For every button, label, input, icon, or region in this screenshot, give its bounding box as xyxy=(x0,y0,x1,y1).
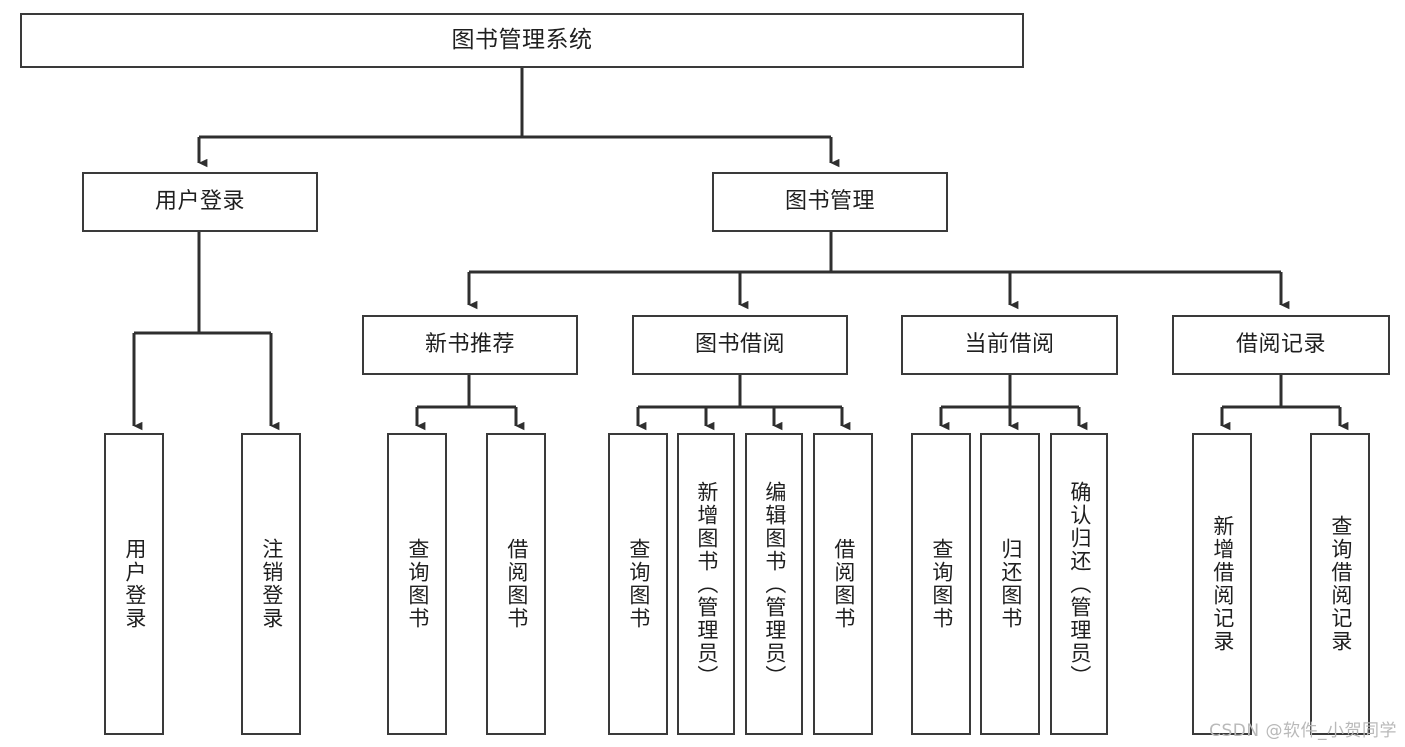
node-borrow-record[interactable]: 借阅记录 xyxy=(1172,315,1390,375)
node-add-borrow-record[interactable]: 新增借阅记录 xyxy=(1192,433,1252,735)
node-user-login[interactable]: 用户登录 xyxy=(82,172,318,232)
node-user-logout-leaf[interactable]: 注销登录 xyxy=(241,433,301,735)
node-borrow-record-label: 借阅记录 xyxy=(1235,332,1326,358)
node-query-book-1-label: 查询图书 xyxy=(405,538,430,630)
node-add-book-label: 新增图书（管理员） xyxy=(694,480,719,688)
node-confirm-return-label: 确认归还（管理员） xyxy=(1067,480,1092,688)
node-new-book-recommend-label: 新书推荐 xyxy=(424,332,515,358)
node-query-book-3-label: 查询图书 xyxy=(929,538,954,630)
node-user-logout-leaf-label: 注销登录 xyxy=(259,538,284,630)
node-user-login-leaf-label: 用户登录 xyxy=(122,538,147,630)
node-add-book[interactable]: 新增图书（管理员） xyxy=(677,433,735,735)
node-query-book-2[interactable]: 查询图书 xyxy=(608,433,668,735)
node-book-borrow-label: 图书借阅 xyxy=(694,332,785,358)
node-edit-book[interactable]: 编辑图书（管理员） xyxy=(745,433,803,735)
node-book-borrow[interactable]: 图书借阅 xyxy=(632,315,848,375)
node-borrow-book-1-label: 借阅图书 xyxy=(504,538,529,630)
node-query-book-2-label: 查询图书 xyxy=(626,538,651,630)
node-query-borrow-record-label: 查询借阅记录 xyxy=(1328,515,1353,653)
node-query-book-3[interactable]: 查询图书 xyxy=(911,433,971,735)
node-user-login-leaf[interactable]: 用户登录 xyxy=(104,433,164,735)
node-root-label: 图书管理系统 xyxy=(451,27,593,54)
node-return-book-label: 归还图书 xyxy=(998,538,1023,630)
node-root[interactable]: 图书管理系统 xyxy=(20,13,1024,68)
node-add-borrow-record-label: 新增借阅记录 xyxy=(1210,515,1235,653)
node-book-management-label: 图书管理 xyxy=(784,189,875,215)
node-current-borrow[interactable]: 当前借阅 xyxy=(901,315,1118,375)
node-current-borrow-label: 当前借阅 xyxy=(964,332,1055,358)
node-edit-book-label: 编辑图书（管理员） xyxy=(762,480,787,688)
node-borrow-book-2-label: 借阅图书 xyxy=(831,538,856,630)
node-query-book-1[interactable]: 查询图书 xyxy=(387,433,447,735)
node-borrow-book-2[interactable]: 借阅图书 xyxy=(813,433,873,735)
node-book-management[interactable]: 图书管理 xyxy=(712,172,948,232)
node-new-book-recommend[interactable]: 新书推荐 xyxy=(362,315,578,375)
node-confirm-return[interactable]: 确认归还（管理员） xyxy=(1050,433,1108,735)
node-borrow-book-1[interactable]: 借阅图书 xyxy=(486,433,546,735)
node-query-borrow-record[interactable]: 查询借阅记录 xyxy=(1310,433,1370,735)
node-return-book[interactable]: 归还图书 xyxy=(980,433,1040,735)
node-user-login-label: 用户登录 xyxy=(154,189,245,215)
